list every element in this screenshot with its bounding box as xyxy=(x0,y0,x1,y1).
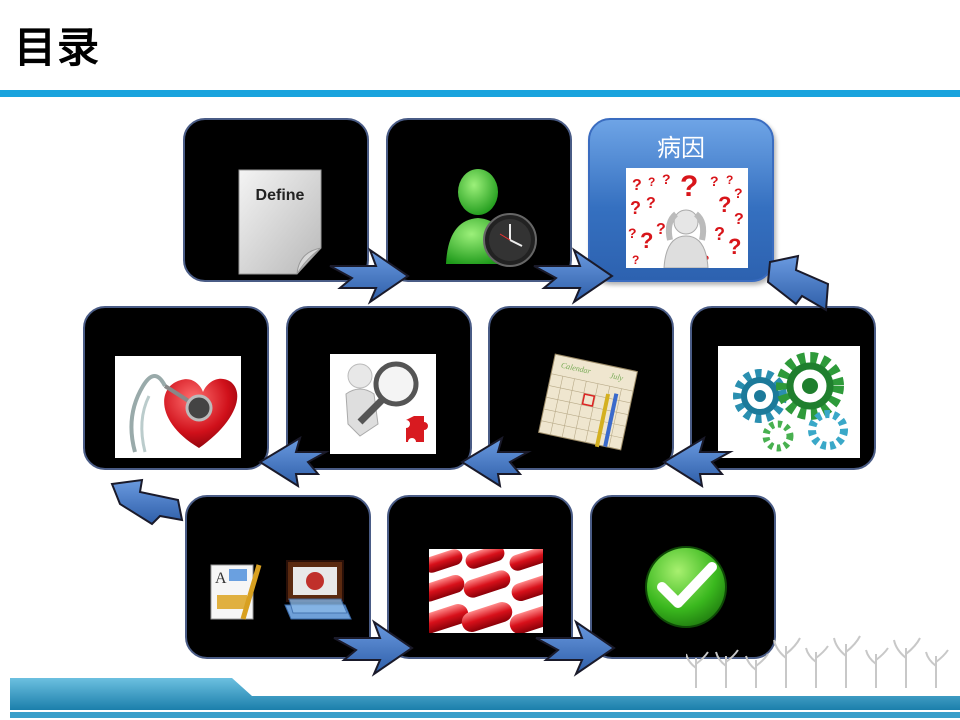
svg-text:?: ? xyxy=(734,211,744,228)
arrow-9 xyxy=(535,619,616,677)
define-document-icon: Define xyxy=(238,169,322,275)
svg-text:?: ? xyxy=(714,224,725,244)
svg-text:?: ? xyxy=(646,195,656,212)
arrow-4 xyxy=(662,435,734,489)
heart-stethoscope-icon xyxy=(115,356,241,458)
step-tile-documents[interactable]: A xyxy=(185,495,371,659)
svg-text:?: ? xyxy=(632,253,639,267)
svg-text:?: ? xyxy=(728,234,741,259)
slide-title: 目录 xyxy=(14,23,101,72)
arrow-1 xyxy=(329,247,410,305)
svg-text:?: ? xyxy=(718,192,731,217)
arrow-5 xyxy=(460,435,532,489)
svg-text:?: ? xyxy=(710,173,719,189)
step-tile-define[interactable]: Define xyxy=(183,118,369,282)
step-tile-gears[interactable] xyxy=(690,306,876,470)
green-checkmark-icon xyxy=(645,546,727,628)
question-marks-person-icon: ? ? ? ? ? ? ? ? ? ? ? ? ? ? ? ? ? ? ? xyxy=(626,168,748,268)
calendar-icon: Calendar July xyxy=(538,353,638,451)
arrow-2 xyxy=(533,247,614,305)
svg-text:?: ? xyxy=(630,198,641,218)
title-rule xyxy=(0,90,960,97)
svg-text:?: ? xyxy=(632,177,642,194)
define-label: Define xyxy=(256,187,305,204)
documents-icon: A xyxy=(210,560,352,620)
step-tile-calendar[interactable]: Calendar July xyxy=(488,306,674,470)
person-clock-icon xyxy=(446,169,537,267)
arrow-7 xyxy=(110,478,184,526)
step-tile-person-clock[interactable] xyxy=(386,118,572,282)
step-tile-magnifier[interactable] xyxy=(286,306,472,470)
svg-text:?: ? xyxy=(726,173,733,187)
plant-sprouts-decoration xyxy=(686,635,949,688)
pills-icon xyxy=(429,549,543,633)
step-tile-check[interactable] xyxy=(590,495,776,659)
svg-text:A: A xyxy=(215,570,227,587)
svg-text:?: ? xyxy=(628,225,637,241)
svg-text:?: ? xyxy=(680,170,698,203)
arrow-6 xyxy=(258,435,330,489)
gears-icon xyxy=(718,346,860,458)
step-tile-heart[interactable] xyxy=(83,306,269,470)
magnifier-puzzle-icon xyxy=(330,354,436,454)
step-tile-cause[interactable]: 病因 ? ? ? ? ? ? ? ? ? ? ? ? ? ? ? ? ? ? ? xyxy=(588,118,774,282)
step-label-cause: 病因 xyxy=(657,134,705,162)
svg-text:?: ? xyxy=(640,228,653,253)
svg-text:?: ? xyxy=(656,221,666,238)
bottom-banner xyxy=(10,678,960,718)
calendar-month: July xyxy=(609,371,624,383)
arrow-3 xyxy=(766,254,830,312)
svg-text:?: ? xyxy=(648,175,655,189)
step-tile-pills[interactable] xyxy=(387,495,573,659)
svg-text:?: ? xyxy=(734,185,743,201)
arrow-8 xyxy=(333,619,414,677)
svg-text:?: ? xyxy=(662,171,671,187)
